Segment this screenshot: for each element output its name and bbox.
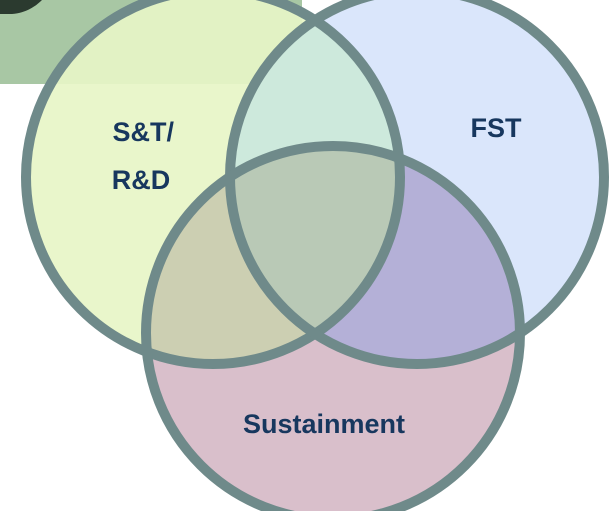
sustainment-outline <box>141 141 525 511</box>
fst-label: FST <box>471 113 523 143</box>
set-labels: S&T/ R&D FST Sustainment <box>112 113 522 439</box>
st-rd-label: S&T/ R&D <box>112 117 182 195</box>
st-rd-label-line1: S&T/ <box>112 117 174 147</box>
sustainment-label: Sustainment <box>243 409 405 439</box>
st-rd-outline <box>21 0 405 369</box>
st-rd-label-line2: R&D <box>112 165 171 195</box>
set-outlines <box>21 0 609 511</box>
